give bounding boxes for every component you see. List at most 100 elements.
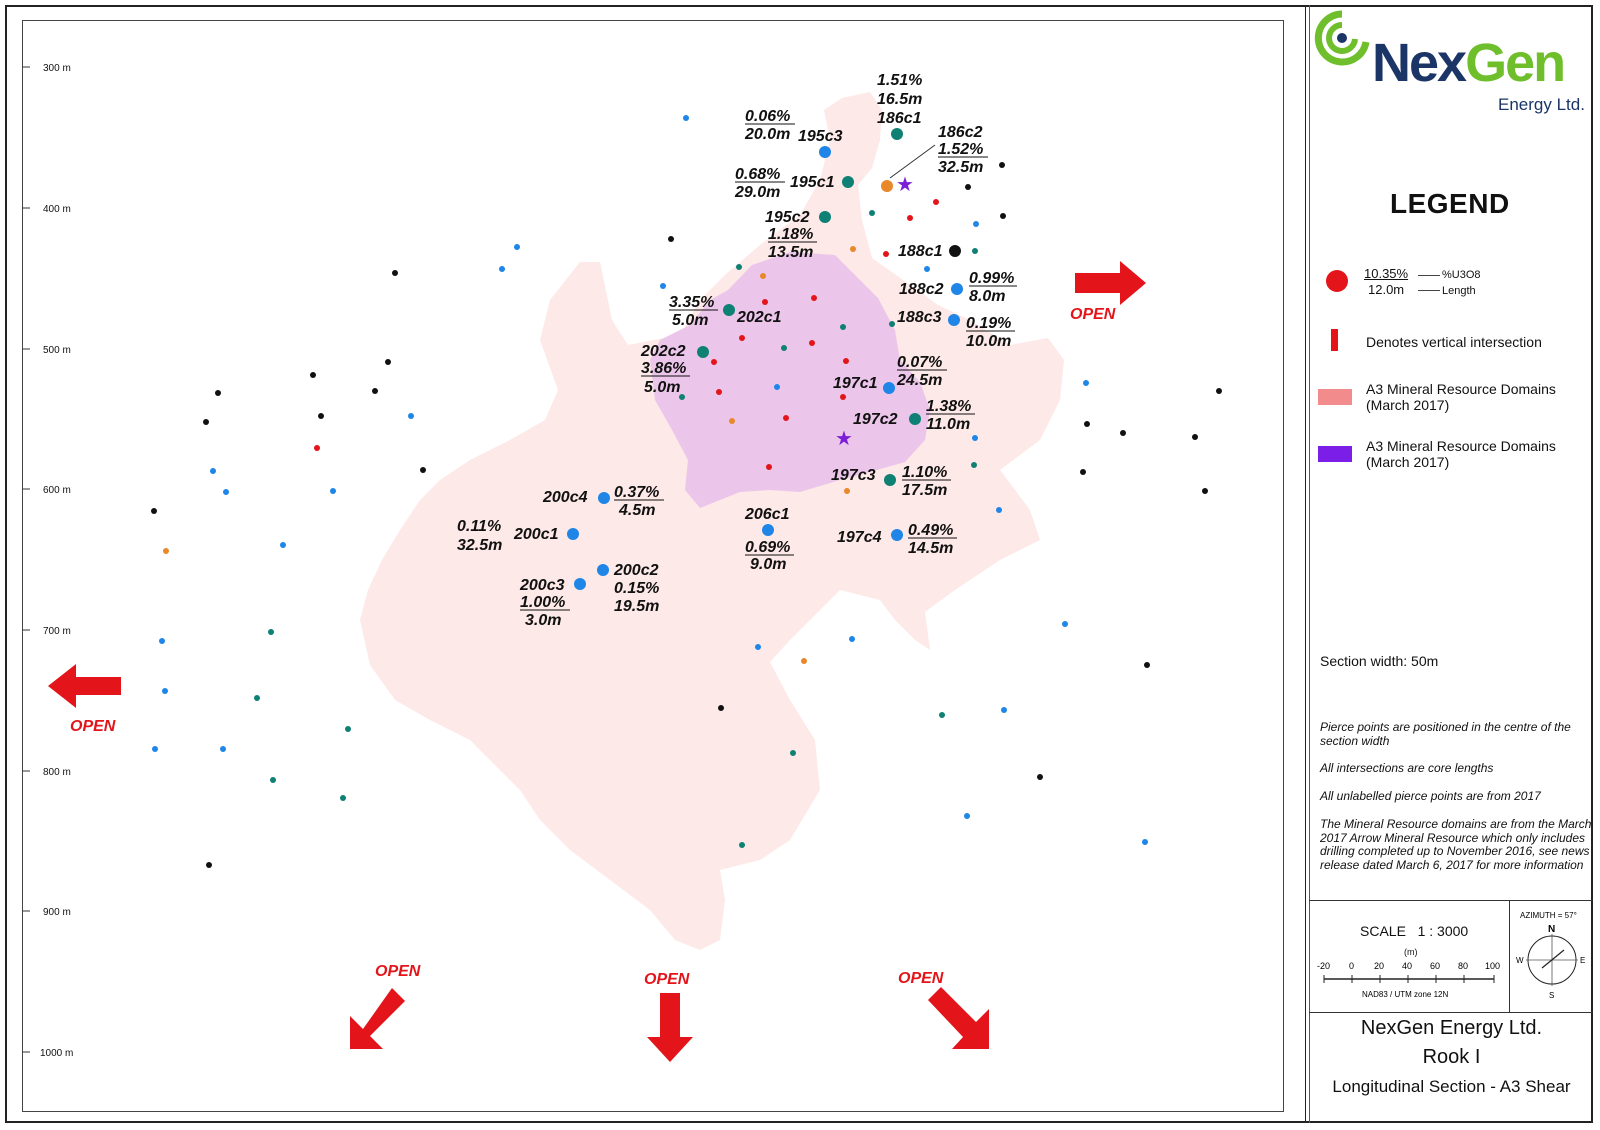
hole-200c1: 200c1 bbox=[513, 526, 559, 543]
pierce-point bbox=[679, 394, 685, 400]
scale-tick: 20 bbox=[1374, 961, 1384, 971]
hole-197c2-point bbox=[909, 413, 921, 425]
nexgen-logo-icon bbox=[1314, 10, 1370, 66]
hole-195c2-point bbox=[819, 211, 831, 223]
pierce-point bbox=[310, 372, 316, 378]
compass-w: W bbox=[1516, 956, 1524, 965]
pierce-point bbox=[1037, 774, 1043, 780]
labelled-pierce-points bbox=[567, 128, 963, 590]
note-core-lengths: All intersections are core lengths bbox=[1320, 761, 1494, 775]
length-197c4: 14.5m bbox=[908, 540, 953, 557]
pierce-point bbox=[972, 248, 978, 254]
open-label-down: OPEN bbox=[644, 971, 690, 988]
hole-200c3-point bbox=[574, 578, 586, 590]
pierce-point bbox=[718, 705, 724, 711]
note-unlabelled: All unlabelled pierce points are from 20… bbox=[1320, 789, 1541, 803]
arrow-down-right-icon bbox=[928, 987, 989, 1049]
depth-label-1000: 1000 m bbox=[40, 1048, 73, 1059]
pierce-point bbox=[220, 746, 226, 752]
hole-206c1: 206c1 bbox=[744, 506, 790, 523]
leader-line-186c2 bbox=[889, 144, 936, 179]
pierce-point bbox=[844, 488, 850, 494]
pierce-point bbox=[514, 244, 520, 250]
pierce-point bbox=[1192, 434, 1198, 440]
divider-scale-compass bbox=[1509, 900, 1510, 1012]
pierce-point bbox=[392, 270, 398, 276]
legend-red-dot-icon bbox=[1326, 270, 1348, 292]
pierce-point bbox=[1062, 621, 1068, 627]
hole-195c3: 195c3 bbox=[798, 128, 843, 145]
intersection-labels: 0.06% 20.0m 195c3 1.51% 16.5m 186c1 186c… bbox=[457, 72, 1017, 629]
legend-vertical-bar-icon bbox=[1331, 329, 1338, 351]
hole-202c1: 202c1 bbox=[736, 309, 782, 326]
pierce-point bbox=[1144, 662, 1150, 668]
pierce-point bbox=[1000, 213, 1006, 219]
length-195c1: 29.0m bbox=[734, 184, 780, 201]
pierce-point bbox=[683, 115, 689, 121]
hole-197c3: 197c3 bbox=[831, 467, 876, 484]
compass-s: S bbox=[1549, 991, 1554, 1000]
pierce-point bbox=[268, 629, 274, 635]
pierce-point bbox=[774, 384, 780, 390]
logo-gen: Gen bbox=[1465, 33, 1566, 93]
grade-200c4: 0.37% bbox=[614, 484, 659, 501]
hole-188c3-point bbox=[948, 314, 960, 326]
grade-206c1: 0.69% bbox=[745, 539, 790, 556]
title-project: Rook I bbox=[1422, 1046, 1481, 1068]
hole-188c2-point bbox=[951, 283, 963, 295]
pierce-point bbox=[965, 184, 971, 190]
grade-197c3: 1.10% bbox=[902, 464, 947, 481]
pierce-point bbox=[162, 688, 168, 694]
length-206c1: 9.0m bbox=[750, 556, 786, 573]
compass-n: N bbox=[1548, 924, 1555, 935]
hole-186c2-point bbox=[881, 180, 893, 192]
hole-197c1-point bbox=[883, 382, 895, 394]
pierce-point bbox=[850, 246, 856, 252]
legend-vertical-text: Denotes vertical intersection bbox=[1366, 334, 1542, 350]
logo-nex: Nex bbox=[1372, 33, 1467, 93]
unlabelled-pierce-points bbox=[151, 115, 1222, 868]
pierce-point bbox=[790, 750, 796, 756]
pierce-point bbox=[762, 299, 768, 305]
length-197c3: 17.5m bbox=[902, 482, 947, 499]
pierce-point bbox=[1202, 488, 1208, 494]
scale-tick: 0 bbox=[1349, 961, 1354, 971]
legend-domain1-text: A3 Mineral Resource Domains (March 2017) bbox=[1366, 381, 1556, 413]
scale-bar: -20 0 20 40 60 80 100 NAD83 / UTM zone 1… bbox=[1317, 961, 1500, 999]
compass-rose: AZIMUTH = 57° N S E W bbox=[1516, 911, 1585, 1000]
grade-188c3: 0.19% bbox=[966, 315, 1011, 332]
pierce-point bbox=[330, 488, 336, 494]
pierce-point bbox=[420, 467, 426, 473]
scale-tick: -20 bbox=[1317, 961, 1330, 971]
grade-200c2: 0.15% bbox=[614, 580, 659, 597]
pierce-point bbox=[151, 508, 157, 514]
pierce-point bbox=[964, 813, 970, 819]
legend-length-desc: Length bbox=[1442, 285, 1476, 297]
pierce-point bbox=[372, 388, 378, 394]
hole-188c1: 188c1 bbox=[898, 243, 943, 260]
title-block: NexGen Energy Ltd. Rook I Longitudinal S… bbox=[1310, 1014, 1593, 1101]
pierce-point bbox=[760, 273, 766, 279]
length-197c1: 24.5m bbox=[896, 372, 942, 389]
pierce-point bbox=[1120, 430, 1126, 436]
hole-195c2: 195c2 bbox=[765, 209, 810, 226]
legend-sample-grade: 10.35% bbox=[1364, 266, 1409, 281]
hole-197c1: 197c1 bbox=[833, 375, 878, 392]
length-195c2: 13.5m bbox=[768, 244, 813, 261]
length-202c1: 5.0m bbox=[672, 312, 708, 329]
grade-202c2: 3.86% bbox=[641, 360, 686, 377]
scale-tick: 80 bbox=[1458, 961, 1468, 971]
hole-195c1: 195c1 bbox=[790, 174, 835, 191]
pierce-point bbox=[270, 777, 276, 783]
pierce-point bbox=[223, 489, 229, 495]
pierce-point bbox=[314, 445, 320, 451]
hole-202c1-point bbox=[723, 304, 735, 316]
length-202c2: 5.0m bbox=[644, 379, 680, 396]
logo-wordmark: NexGen bbox=[1372, 32, 1566, 94]
legend-grade-desc: %U3O8 bbox=[1442, 269, 1481, 281]
grade-195c2: 1.18% bbox=[768, 226, 813, 243]
pierce-point bbox=[711, 359, 717, 365]
pierce-point bbox=[280, 542, 286, 548]
panel-divider bbox=[1305, 5, 1306, 1123]
hole-188c3: 188c3 bbox=[897, 309, 942, 326]
